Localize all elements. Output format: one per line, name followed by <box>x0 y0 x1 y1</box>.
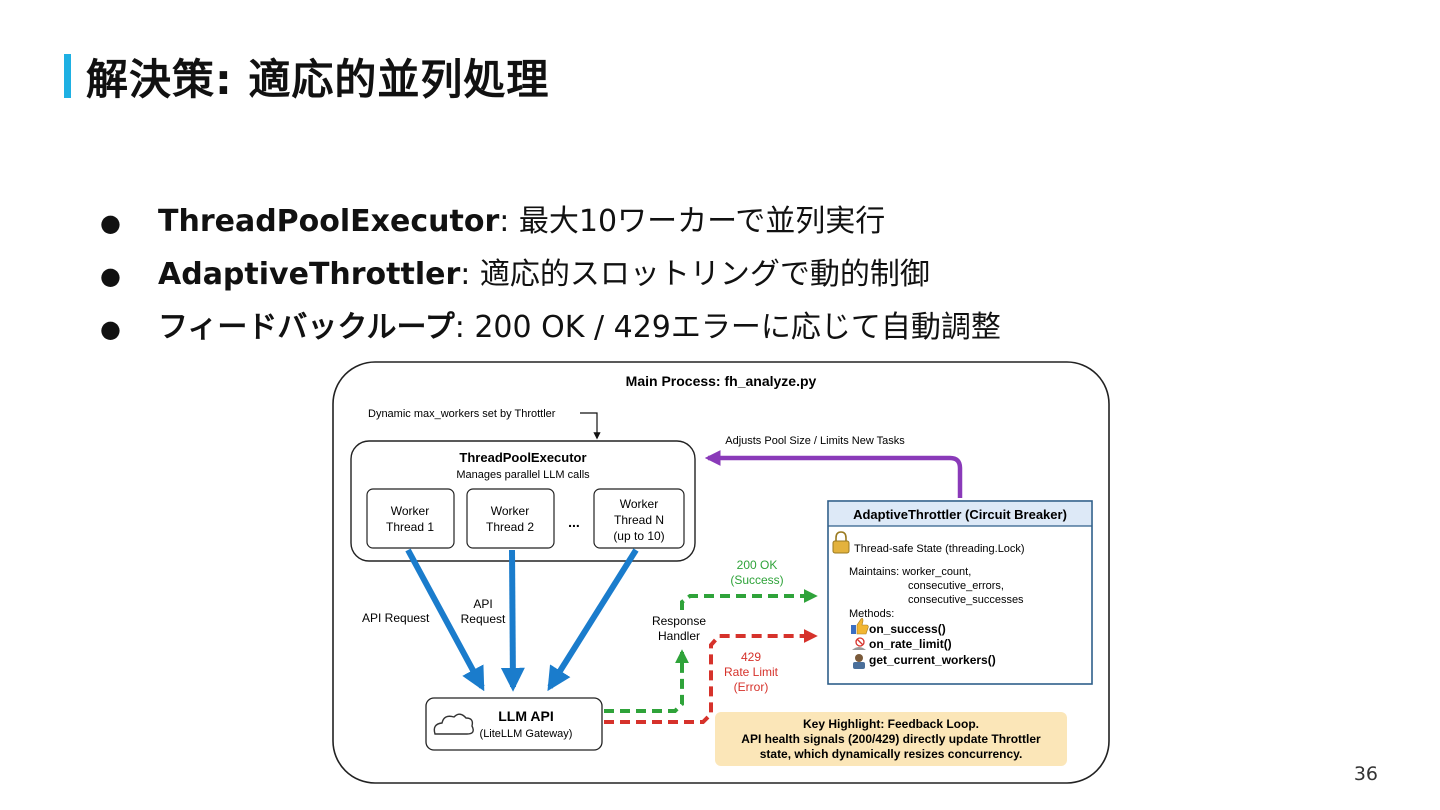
title-accent-bar <box>64 54 71 98</box>
bullet-dot-icon: ● <box>100 262 121 290</box>
method-on-success: on_success() <box>869 622 946 636</box>
no-entry-icon <box>852 637 866 650</box>
key-highlight-line-1: Key Highlight: Feedback Loop. <box>803 717 979 731</box>
bullet-text: : 適応的スロットリングで動的制御 <box>460 257 930 292</box>
bullet-text: : 200 OK / 429エラーに応じて自動調整 <box>454 310 1001 345</box>
error-label-2: Rate Limit <box>724 665 779 679</box>
cloud-icon <box>433 713 474 735</box>
methods-label: Methods: <box>849 608 894 620</box>
key-highlight-line-3: state, which dynamically resizes concurr… <box>760 747 1023 761</box>
api-request-arrow-n <box>547 548 639 692</box>
response-handler-label-2: Handler <box>658 629 700 643</box>
thread-pool-title: ThreadPoolExecutor <box>459 450 586 465</box>
rate-limit-feedback-path <box>604 629 818 724</box>
api-request-arrow-2 <box>500 549 525 692</box>
adaptive-throttler-box <box>827 500 1093 685</box>
bullet-dot-icon: ● <box>100 315 121 343</box>
error-label-3: (Error) <box>734 680 769 694</box>
worker-person-icon <box>853 654 865 669</box>
response-handler-label-1: Response <box>652 614 706 628</box>
dynamic-note-arrow <box>580 412 601 440</box>
key-highlight-box <box>715 712 1067 766</box>
maintains-line-2: consecutive_errors, <box>908 580 1004 592</box>
adaptive-throttler-header <box>829 502 1091 526</box>
bullet-term: フィードバックループ <box>158 310 455 345</box>
thread-pool-subtitle: Manages parallel LLM calls <box>456 469 590 481</box>
llm-api-subtitle: (LiteLLM Gateway) <box>480 728 573 740</box>
bullet-list: ● ThreadPoolExecutor : 最大10ワーカーで並列実行 ● A… <box>100 196 1001 355</box>
adjust-pool-arrow <box>704 450 963 498</box>
maintains-line-3: consecutive_successes <box>908 594 1024 606</box>
success-label-2: (Success) <box>730 573 783 587</box>
slide-title: 解決策: 適応的並列処理 <box>86 55 550 104</box>
api-request-label-mid-1: API <box>473 597 492 611</box>
worker-n-line3: (up to 10) <box>613 529 664 543</box>
api-request-label-left: API Request <box>362 611 430 625</box>
bullet-dot-icon: ● <box>100 209 121 237</box>
thread-safe-state: Thread-safe State (threading.Lock) <box>854 543 1025 555</box>
success-feedback-path-up <box>604 649 689 713</box>
success-label-1: 200 OK <box>737 558 778 572</box>
bullet-term: AdaptiveThrottler <box>158 257 461 292</box>
error-label-1: 429 <box>741 650 761 664</box>
worker-2-line1: Worker <box>491 504 529 518</box>
thumbs-up-icon <box>851 618 869 635</box>
bullet-item: ● AdaptiveThrottler : 適応的スロットリングで動的制御 <box>100 249 1001 302</box>
worker-n-line1: Worker <box>620 497 658 511</box>
method-get-current-workers: get_current_workers() <box>869 653 996 667</box>
bullet-term: ThreadPoolExecutor <box>158 204 500 239</box>
maintains-line-1: Maintains: worker_count, <box>849 566 971 578</box>
method-on-rate-limit: on_rate_limit() <box>869 637 952 651</box>
bullet-item: ● フィードバックループ : 200 OK / 429エラーに応じて自動調整 <box>100 302 1001 355</box>
adaptive-throttler-title: AdaptiveThrottler (Circuit Breaker) <box>853 507 1067 522</box>
lock-icon <box>832 531 850 554</box>
llm-api-title: LLM API <box>498 708 553 724</box>
adjust-pool-label: Adjusts Pool Size / Limits New Tasks <box>725 435 905 447</box>
llm-api-box <box>425 697 603 751</box>
architecture-diagram: Main Process: fh_analyze.py Dynamic max_… <box>332 361 1110 784</box>
bullet-text: : 最大10ワーカーで並列実行 <box>499 204 886 239</box>
workers-ellipsis: ... <box>568 514 580 530</box>
dynamic-max-workers-note: Dynamic max_workers set by Throttler <box>368 408 556 420</box>
success-feedback-path-right <box>680 589 818 610</box>
worker-n-line2: Thread N <box>614 513 664 527</box>
worker-1-line2: Thread 1 <box>386 520 434 534</box>
key-highlight-line-2: API health signals (200/429) directly up… <box>741 732 1041 746</box>
api-request-arrow-1 <box>405 548 485 692</box>
worker-2-line2: Thread 2 <box>486 520 534 534</box>
bullet-item: ● ThreadPoolExecutor : 最大10ワーカーで並列実行 <box>100 196 1001 249</box>
worker-1-line1: Worker <box>391 504 429 518</box>
api-request-label-mid-2: Request <box>461 612 506 626</box>
worker-thread-1-box <box>366 488 455 549</box>
worker-thread-2-box <box>466 488 555 549</box>
worker-thread-n-box <box>593 488 685 549</box>
page-number: 36 <box>1353 763 1378 785</box>
main-process-title: Main Process: fh_analyze.py <box>626 373 817 389</box>
